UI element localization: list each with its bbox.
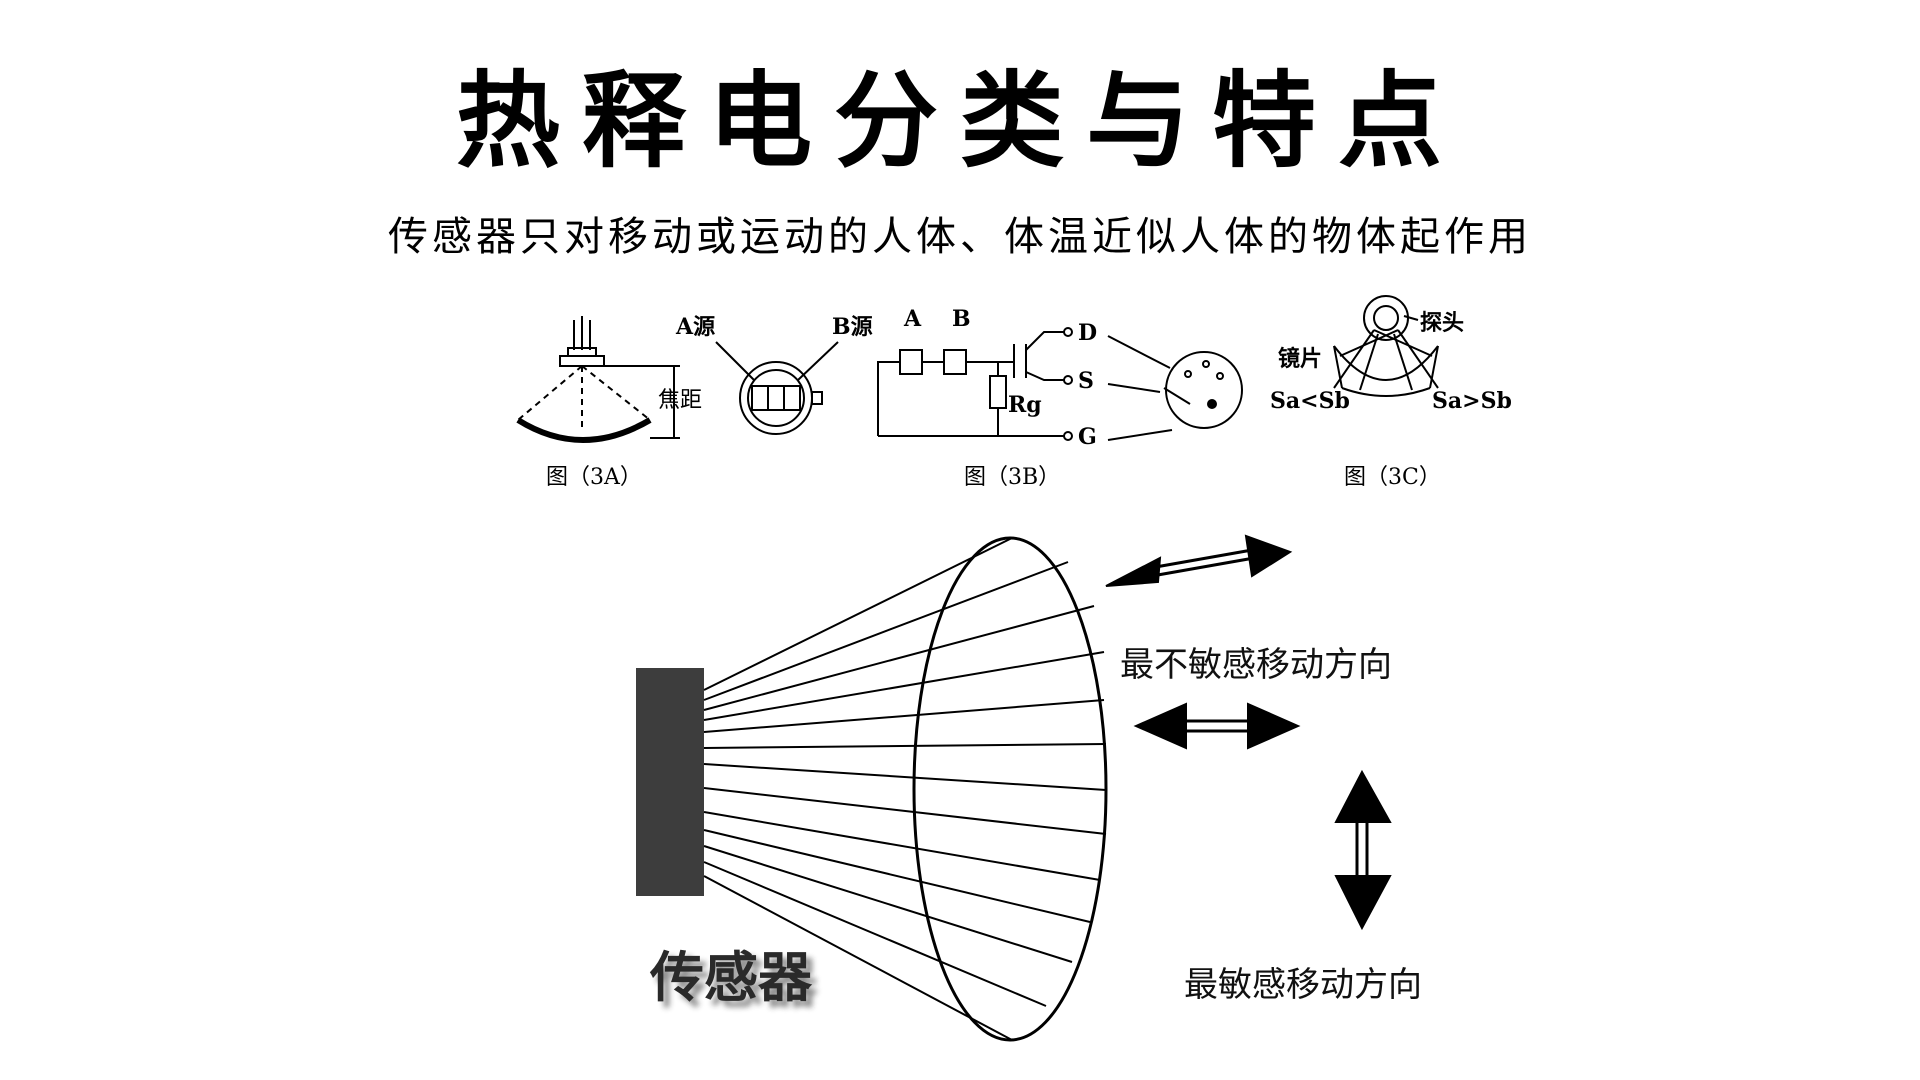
fig3b-label-a: A [903,306,922,332]
fig3b-pin-s: S [1078,368,1094,394]
page-title: 热释电分类与特点 [455,59,1464,182]
fig3a-focal: 焦距 [658,388,702,413]
figure-3b [877,327,1243,441]
sensor-label-shadow: 传感器 [655,952,819,1015]
fig3c-caption: 图（3C） [1344,465,1441,490]
most-sensitive-arrow [1334,769,1392,931]
fig3a-caption: 图（3A） [546,465,642,490]
fig3c-probe: 探头 [1420,310,1464,336]
fig3b-label-rg: Rg [1008,392,1042,418]
fig3c-right: Sa>Sb [1432,388,1512,414]
fig3c-left: Sa<Sb [1270,388,1350,414]
least-sensitive-arrow-lower [1133,702,1301,750]
detection-cone [636,536,1108,1042]
fig3c-mirror: 镜片 [1278,346,1322,372]
page-subtitle: 传感器只对移动或运动的人体、体温近似人体的物体起作用 [388,214,1532,260]
fig3a-label-a: A源 [675,314,715,340]
fig3a-label-b: B源 [832,314,873,340]
fig3b-label-b: B [952,306,971,332]
fig3b-caption: 图（3B） [964,465,1060,490]
figure-3a [516,316,839,443]
least-sensitive-arrow-upper [1105,534,1293,587]
sensor-block [636,668,704,896]
least-sensitive-label: 最不敏感移动方向 [1120,645,1392,685]
sensor-label: 传感器 [649,946,813,1009]
fig3b-pin-g: G [1078,424,1097,450]
fig3b-pin-d: D [1078,320,1097,346]
figure-3c [1333,295,1439,397]
most-sensitive-label: 最敏感移动方向 [1184,965,1422,1005]
